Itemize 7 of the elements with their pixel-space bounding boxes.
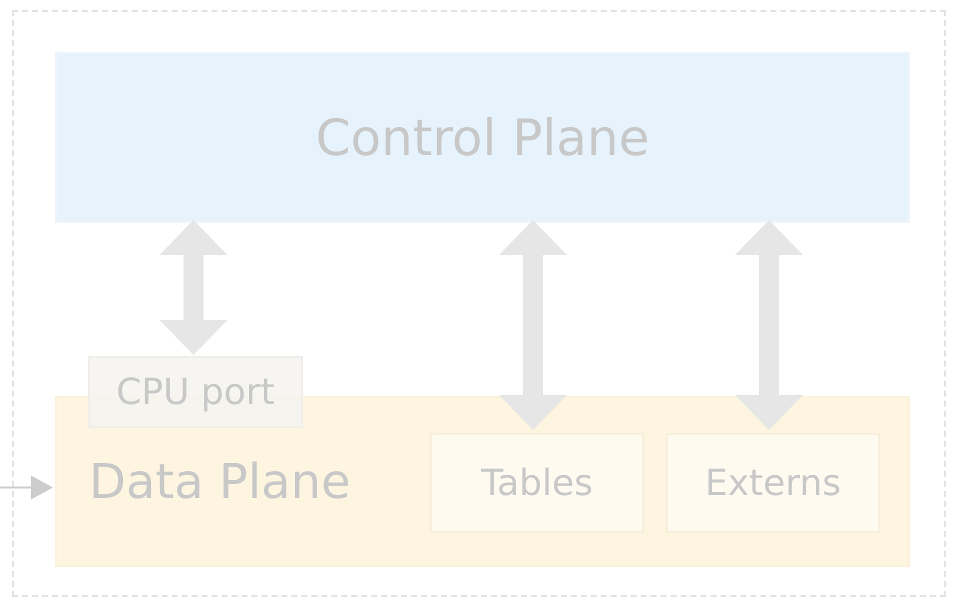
plane-box — [55, 52, 910, 223]
arrow — [735, 220, 803, 430]
arrow — [160, 220, 228, 355]
dashed-frame — [12, 10, 946, 597]
plane-box — [88, 356, 303, 428]
arrow — [0, 476, 53, 500]
arrow — [499, 220, 567, 430]
